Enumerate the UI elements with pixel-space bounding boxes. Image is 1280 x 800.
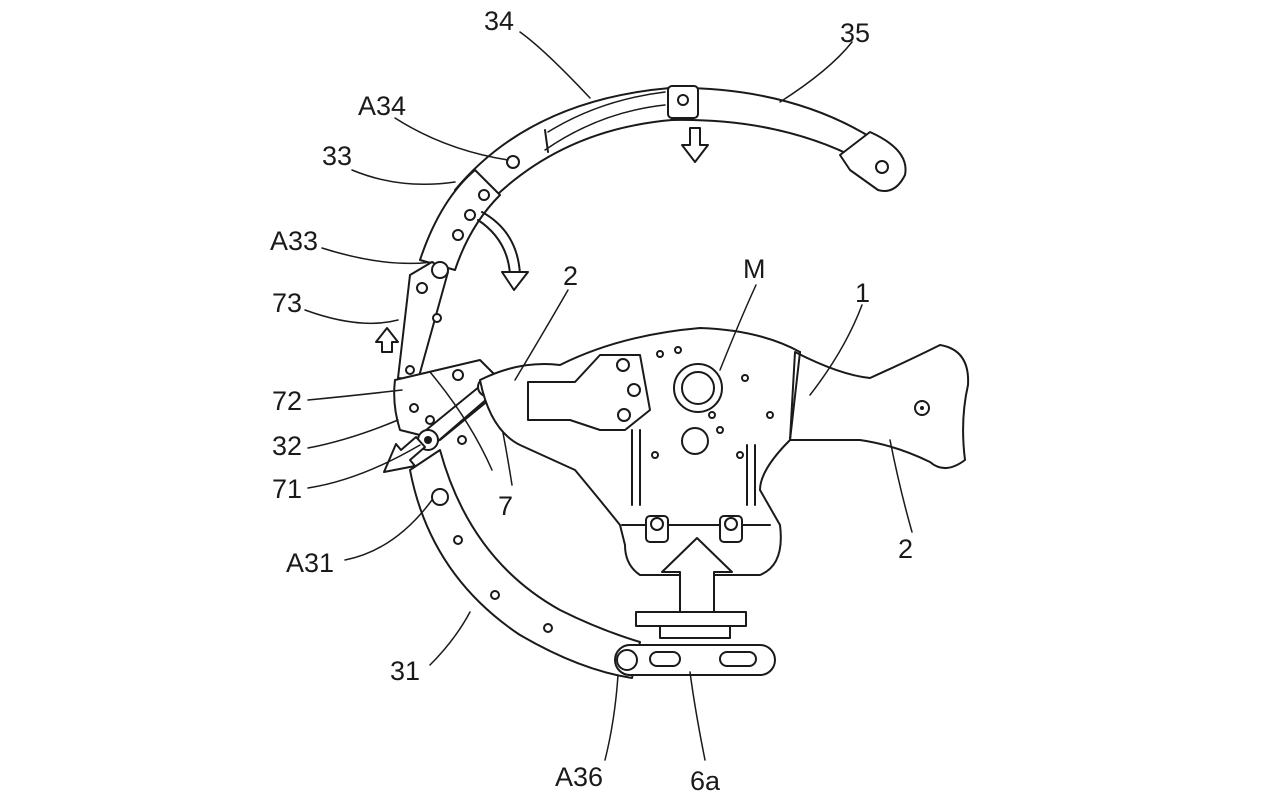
ring-segment-35 — [667, 85, 907, 192]
curved-arrow-icon — [477, 211, 529, 291]
motor-M — [651, 346, 774, 459]
label-73: 73 — [272, 288, 302, 318]
ring-segment-31 — [409, 449, 641, 679]
reference-labels: 34 35 A34 33 A33 73 2 M 1 72 32 71 7 A31… — [270, 6, 913, 796]
label-M: M — [743, 254, 766, 284]
base-link-6a — [614, 611, 776, 676]
up-arrow-icon — [375, 327, 399, 353]
label-2-lower: 2 — [898, 534, 913, 564]
leader-lines — [304, 31, 913, 761]
label-31: 31 — [390, 656, 420, 686]
mounting-bracket — [527, 354, 651, 431]
label-72: 72 — [272, 386, 302, 416]
label-A34: A34 — [358, 91, 406, 121]
label-1: 1 — [855, 278, 870, 308]
label-71: 71 — [272, 474, 302, 504]
down-arrow-icon — [681, 127, 709, 163]
label-35: 35 — [840, 18, 870, 48]
label-33: 33 — [322, 141, 352, 171]
label-A33: A33 — [270, 226, 318, 256]
label-6a: 6a — [690, 766, 721, 796]
large-up-arrow-icon — [661, 537, 733, 613]
label-A31: A31 — [286, 548, 334, 578]
label-34: 34 — [484, 6, 514, 36]
label-2-upper: 2 — [563, 261, 578, 291]
label-32: 32 — [272, 431, 302, 461]
label-7: 7 — [498, 491, 513, 521]
lower-frame — [621, 429, 771, 543]
ring-segment-33 — [419, 155, 520, 271]
label-A36: A36 — [555, 762, 603, 792]
link-73 — [397, 261, 449, 381]
